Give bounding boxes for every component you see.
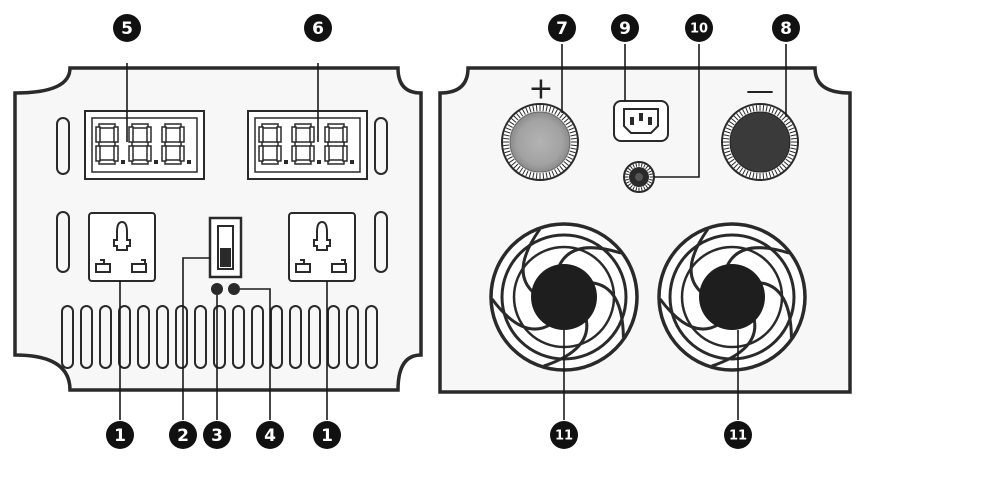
callout-label: 7: [556, 19, 568, 39]
callout-label: 6: [312, 19, 324, 39]
callout-label: 8: [780, 19, 792, 39]
callout-fan-right: 11: [724, 421, 752, 449]
callout-label: 11: [555, 429, 573, 444]
remote-jack: [623, 161, 655, 193]
callout-label: 10: [690, 22, 708, 37]
ac-socket-right: [288, 212, 356, 282]
callout-socket-right: 1: [313, 421, 341, 449]
positive-terminal: +: [501, 72, 579, 181]
callout-positive-terminal: 7: [548, 14, 576, 42]
front-side-vents: [56, 117, 388, 273]
callout-display-left: 5: [113, 14, 141, 42]
callout-power-switch: 2: [169, 421, 197, 449]
callout-ac-inlet: 9: [611, 14, 639, 42]
callout-indicator-a: 3: [203, 421, 231, 449]
callout-label: 9: [619, 19, 631, 39]
front-panel: 1 2 3 4 1 5 6: [13, 14, 423, 449]
ac-inlet: [613, 100, 669, 142]
callout-label: 1: [114, 426, 126, 446]
callout-display-right: 6: [304, 14, 332, 42]
callout-indicator-b: 4: [256, 421, 284, 449]
callout-label: 1: [321, 426, 333, 446]
callout-label: 3: [211, 426, 223, 446]
callout-label: 2: [177, 426, 189, 446]
rear-leader-lines: [561, 44, 787, 420]
callout-negative-terminal: 8: [772, 14, 800, 42]
callout-label: 11: [729, 429, 747, 444]
indicator-led-a: [211, 283, 223, 295]
front-leader-lines: [119, 63, 328, 420]
callout-socket-left: 1: [106, 421, 134, 449]
indicator-led-b: [228, 283, 240, 295]
callout-fan-left: 11: [550, 421, 578, 449]
display-left: [84, 110, 205, 180]
positive-sign: +: [528, 72, 553, 107]
front-bottom-vents: [61, 305, 378, 369]
callout-remote-jack: 10: [685, 14, 713, 42]
negative-sign: —: [746, 74, 774, 107]
power-switch: [208, 216, 243, 279]
callout-label: 4: [264, 426, 276, 446]
negative-terminal: —: [721, 74, 799, 181]
callout-label: 5: [121, 19, 133, 39]
rear-panel: + —: [438, 14, 852, 449]
cooling-fan-right: [657, 222, 807, 372]
ac-socket-left: [88, 212, 156, 282]
display-right: [247, 110, 368, 180]
